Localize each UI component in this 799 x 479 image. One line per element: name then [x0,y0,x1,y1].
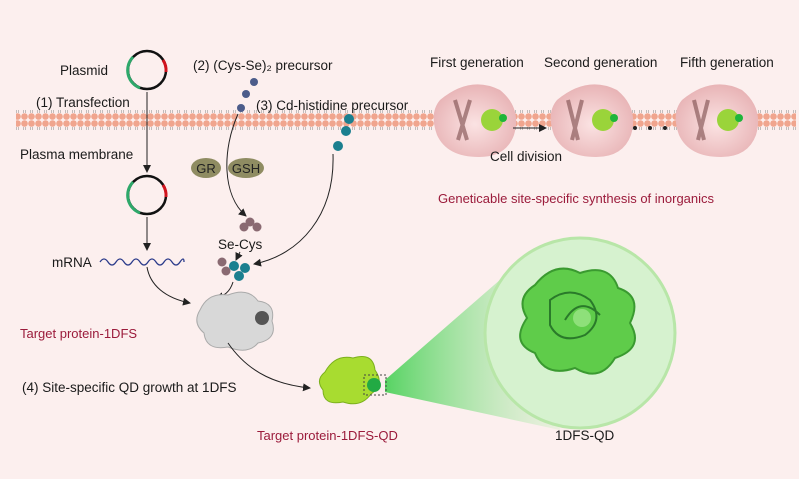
gr-enzyme: GR [191,158,221,178]
transfection-label: (1) Transfection [36,95,130,110]
precursor-2-label: (2) (Cys-Se)₂ precursor [193,58,333,73]
plasmid-inside-icon [126,174,168,216]
gr-label: GR [196,161,216,176]
arrow-translation [146,266,191,306]
ellipsis-dots [633,126,667,130]
se-cys-label: Se-Cys [218,237,263,252]
cell-gen-5 [675,84,759,157]
target-protein-label: Target protein-1DFS [20,326,137,341]
target-protein-1dfs [196,291,274,351]
gsh-molecule: GSH [228,158,264,178]
1dfs-qd-structure [519,267,636,375]
arrow-qd-growth [227,342,311,392]
arrow-cd [253,153,334,267]
plasmid-label: Plasmid [60,63,108,78]
membrane-label: Plasma membrane [20,147,133,162]
cd-histidine-molecules [333,114,354,151]
cell-gen-2 [550,84,634,157]
step-4-label: (4) Site-specific QD growth at 1DFS [22,380,237,395]
cell-division-label: Cell division [490,149,562,164]
arrow-reduction [226,113,247,217]
cell-gen-1 [433,84,517,157]
gen-1-label: First generation [430,55,524,70]
mrna-strand [99,258,185,266]
se-cys-molecules [239,217,262,232]
mixed-precursor-cluster [217,257,250,281]
cys-se-precursor-molecules [237,78,258,112]
precursor-3-label: (3) Cd-histidine precursor [256,98,409,113]
gen-2-label: Second generation [544,55,657,70]
plasmid-icon [126,49,168,91]
caption: Geneticable site-specific synthesis of i… [438,191,715,206]
zoom-label: 1DFS-QD [555,428,615,443]
arrow-secys [235,251,243,261]
gsh-label: GSH [232,161,260,176]
mrna-label: mRNA [52,255,92,270]
target-protein-qd-label: Target protein-1DFS-QD [257,428,398,443]
target-protein-1dfs-qd [319,356,387,405]
gen-5-label: Fifth generation [680,55,774,70]
